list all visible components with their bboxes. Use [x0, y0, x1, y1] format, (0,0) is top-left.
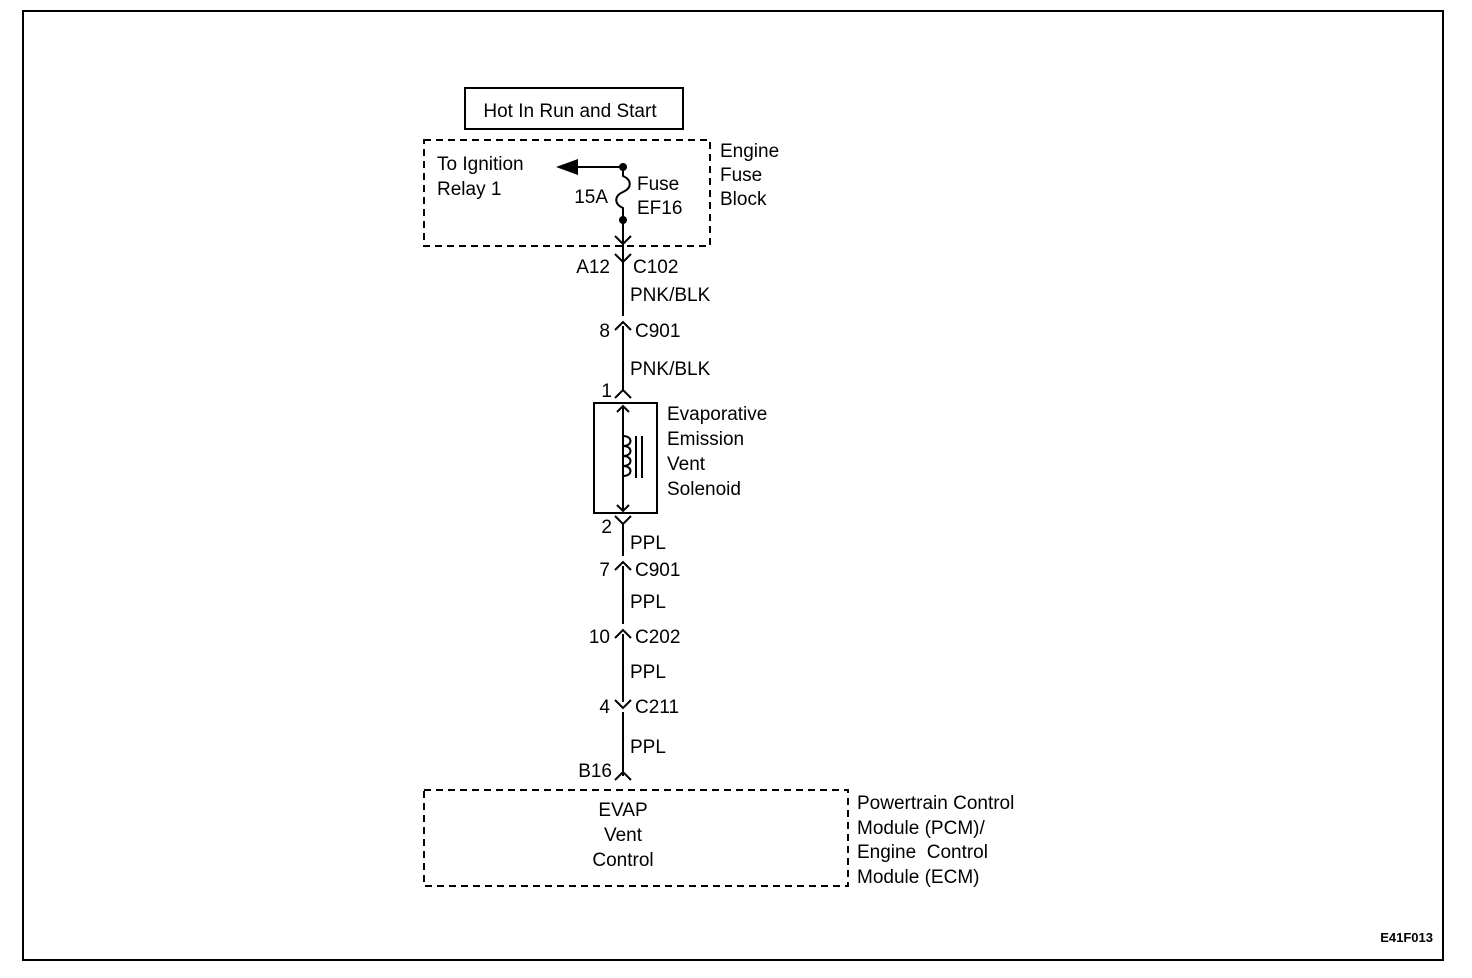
connector-icon-c901-a [614, 320, 632, 331]
connector-icon-c901-b [614, 560, 632, 571]
wire-color-3: PPL [630, 533, 666, 554]
connector-icon-c202 [614, 628, 632, 639]
module-name-line2: Module (PCM)/ [857, 818, 985, 839]
pin-7: 7 [599, 560, 610, 581]
feed-label-line2: Relay 1 [437, 179, 501, 200]
module-box [423, 789, 849, 887]
connector-icon-c211 [614, 699, 632, 710]
solenoid-coil-icon [622, 435, 632, 477]
wire-color-5: PPL [630, 662, 666, 683]
fuse-rating: 15A [574, 187, 608, 208]
pin-a12: A12 [576, 257, 610, 278]
feed-arrow-icon [556, 159, 578, 175]
wire-color-2: PNK/BLK [630, 359, 711, 380]
connector-c202: C202 [635, 627, 680, 648]
solenoid-name-line1: Evaporative [667, 404, 767, 425]
pin-10: 10 [589, 627, 610, 648]
fuse-block-box [423, 139, 711, 247]
pin-2: 2 [601, 517, 612, 538]
wire-color-1: PNK/BLK [630, 285, 711, 306]
connector-icon-fuse-out [614, 235, 632, 246]
solenoid-name-line4: Solenoid [667, 479, 741, 500]
connector-icon-pin1 [614, 388, 632, 399]
module-function-line3: Control [592, 850, 653, 871]
solenoid-name-line3: Vent [667, 454, 706, 475]
connector-c901-a: C901 [635, 321, 680, 342]
connector-icon-c102 [614, 253, 632, 264]
module-name-line4: Module (ECM) [857, 867, 979, 888]
fuse-block-name-line3: Block [720, 189, 767, 210]
power-source-box [464, 87, 684, 130]
fuse-name-line2: EF16 [637, 198, 682, 219]
module-name-line1: Powertrain Control [857, 793, 1014, 814]
wire-color-6: PPL [630, 737, 666, 758]
pin-b16: B16 [578, 761, 612, 782]
connector-c901-b: C901 [635, 560, 680, 581]
module-function-line1: EVAP [598, 800, 647, 821]
solenoid-box [593, 402, 658, 514]
diagram-frame [22, 10, 1444, 961]
connector-c211: C211 [635, 697, 679, 718]
pin-1: 1 [601, 381, 612, 402]
solenoid-name-line2: Emission [667, 429, 744, 450]
pin-8: 8 [599, 321, 610, 342]
fuse-icon [615, 167, 631, 220]
connector-icon-b16 [614, 770, 632, 781]
module-function-line2: Vent [604, 825, 643, 846]
wire-color-4: PPL [630, 592, 666, 613]
connector-c102: C102 [633, 257, 678, 278]
module-name-line3: Engine Control [857, 842, 988, 863]
solenoid-top-arrow-icon [616, 404, 630, 413]
connector-icon-pin2 [614, 515, 632, 526]
figure-code: E41F013 [1380, 930, 1433, 945]
fuse-block-name-line1: Engine [720, 141, 779, 162]
fuse-block-name-line2: Fuse [720, 165, 762, 186]
solenoid-bottom-arrow-icon [616, 504, 630, 513]
feed-label-line1: To Ignition [437, 154, 524, 175]
pin-4: 4 [599, 697, 610, 718]
fuse-name-line1: Fuse [637, 174, 679, 195]
power-source-label: Hot In Run and Start [483, 101, 657, 122]
